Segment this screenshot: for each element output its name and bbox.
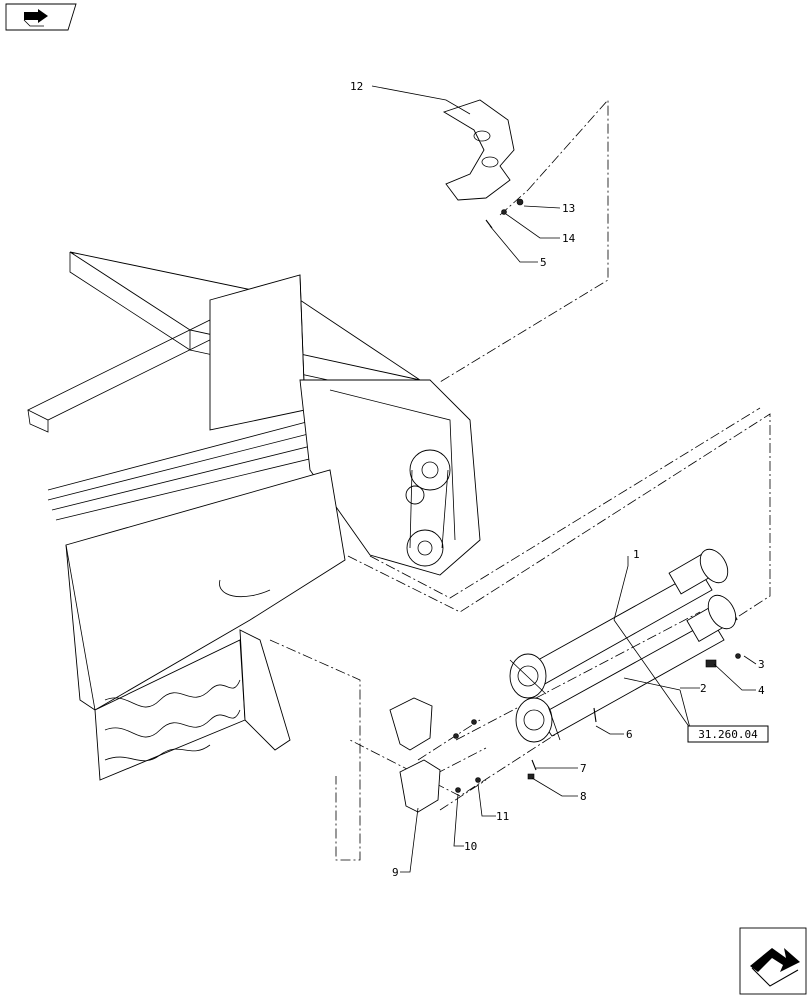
next-page-arrow-icon[interactable]: [739, 927, 807, 995]
callout-4: 4: [758, 684, 765, 697]
callout-2: 2: [700, 682, 707, 695]
phantom-lines: [269, 98, 771, 861]
page-flip-arrow-icon[interactable]: [5, 3, 77, 31]
callout-9: 9: [392, 866, 399, 879]
drive-shaft-2: [515, 594, 738, 743]
shield-bracket: [442, 99, 515, 201]
clamp-halves: [389, 697, 481, 813]
callout-3: 3: [758, 658, 765, 671]
callout-12: 12: [350, 80, 363, 93]
callout-labels: 1 2 3 4 5 6 7 8 9 10 11 12 13 14: [350, 80, 765, 879]
callout-14: 14: [562, 232, 576, 245]
callout-5: 5: [540, 256, 547, 269]
leader-lines: [371, 85, 757, 873]
callout-7: 7: [580, 762, 587, 775]
callout-11: 11: [496, 810, 509, 823]
reference-box[interactable]: 31.260.04: [687, 725, 769, 743]
drive-shaft-1: [509, 548, 729, 699]
callout-13: 13: [562, 202, 575, 215]
machine-frame: [27, 251, 481, 781]
hardware-13-14-5: [485, 198, 524, 229]
reference-label: 31.260.04: [698, 728, 758, 741]
callout-6: 6: [626, 728, 633, 741]
callout-8: 8: [580, 790, 587, 803]
callout-10: 10: [464, 840, 477, 853]
callout-1: 1: [633, 548, 640, 561]
hardware-small: [527, 653, 741, 780]
